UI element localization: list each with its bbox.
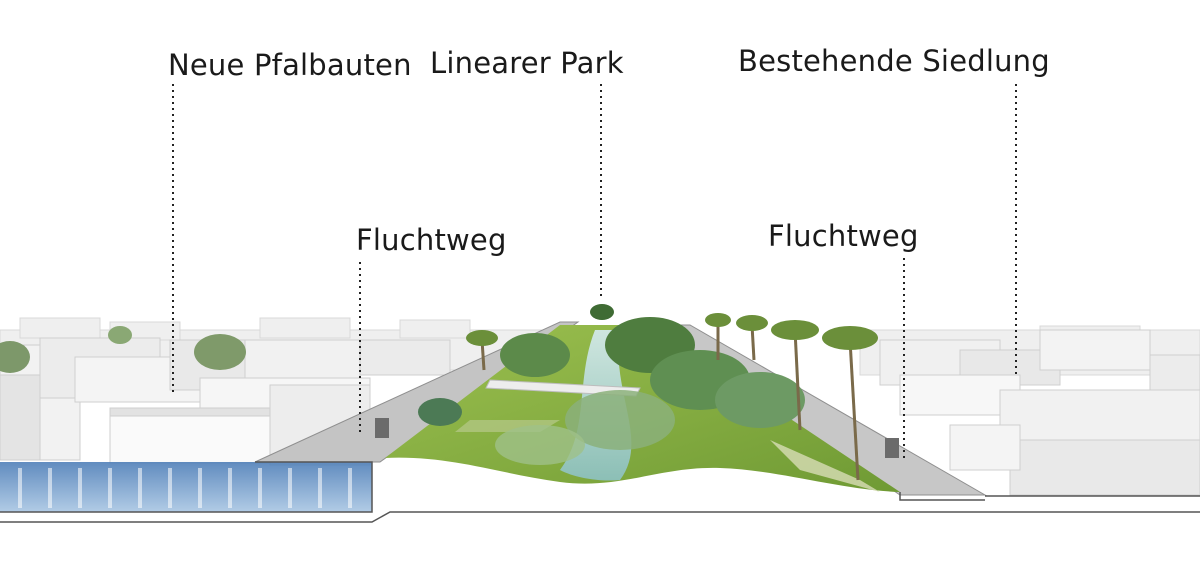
label-linearer-park: Linearer Park [430, 46, 624, 80]
stilt-water-basin [0, 462, 372, 512]
left-trees [0, 326, 246, 373]
park-trees [418, 304, 805, 465]
ground-section-line [0, 461, 1200, 523]
palm-trees [480, 322, 860, 481]
palm-crowns [466, 313, 878, 350]
label-fluchtweg-right: Fluchtweg [768, 219, 919, 253]
label-fluchtweg-left: Fluchtweg [356, 223, 507, 257]
label-bestehende-siedlung: Bestehende Siedlung [738, 44, 1050, 78]
right-buildings [879, 329, 1200, 496]
label-neue-pfalbauten: Neue Pfalbauten [168, 48, 412, 82]
leader-lines [172, 84, 1017, 462]
